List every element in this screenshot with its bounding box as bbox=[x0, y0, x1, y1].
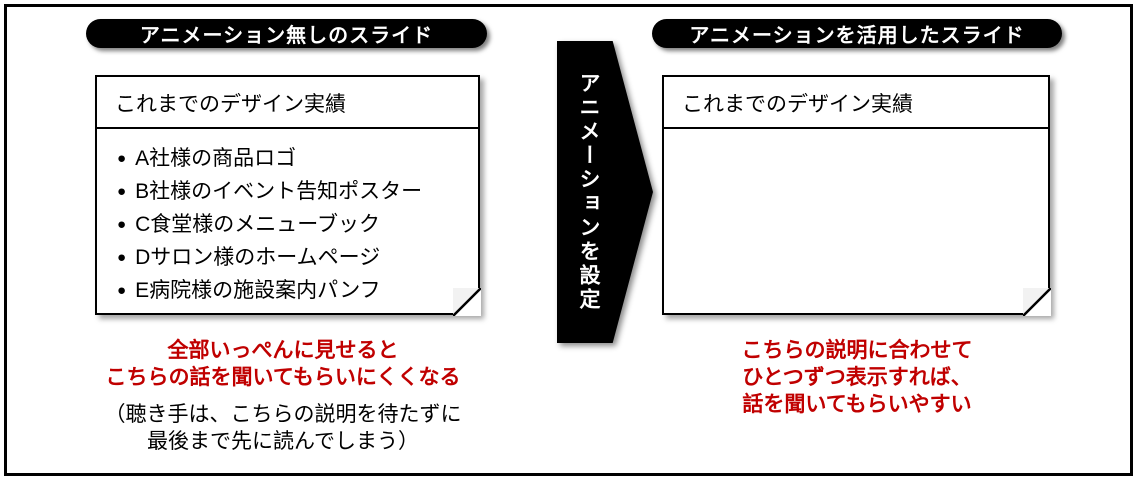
caption-line: こちらの話を聞いてもらいにくくなる bbox=[105, 366, 461, 389]
slide-without-animation: これまでのデザイン実績 A社様の商品ロゴ B社様のイベント告知ポスター C食堂様… bbox=[95, 75, 481, 316]
bullet-item: E病院様の施設案内パンフ bbox=[117, 274, 468, 307]
slide-title: これまでのデザイン実績 bbox=[664, 77, 1048, 129]
bullet-item: A社様の商品ロゴ bbox=[117, 142, 468, 175]
caption-line: （聴き手は、こちらの説明を待たずに bbox=[104, 403, 462, 426]
left-note-caption: （聴き手は、こちらの説明を待たずに 最後まで先に読んでしまう） bbox=[43, 401, 523, 455]
caption-line: 話を聞いてもらいやすい bbox=[742, 393, 972, 416]
right-panel-header-label: アニメーションを活用したスライド bbox=[689, 25, 1025, 47]
diagram-frame: アニメーション無しのスライド これまでのデザイン実績 A社様の商品ロゴ B社様の… bbox=[4, 4, 1133, 476]
bullet-item: Dサロン様のホームページ bbox=[117, 241, 468, 274]
left-panel-header: アニメーション無しのスライド bbox=[86, 19, 487, 48]
caption-line: ひとつずつ表示すれば、 bbox=[742, 366, 972, 389]
bullet-item: C食堂様のメニューブック bbox=[117, 208, 468, 241]
right-arrow-icon: アニメーションを設定 bbox=[557, 41, 653, 343]
slide-with-animation: これまでのデザイン実績 bbox=[662, 75, 1051, 316]
slide-bullet-list: A社様の商品ロゴ B社様のイベント告知ポスター C食堂様のメニューブック Dサロ… bbox=[97, 142, 478, 307]
caption-line: 最後まで先に読んでしまう） bbox=[147, 430, 419, 453]
left-red-caption: 全部いっぺんに見せると こちらの話を聞いてもらいにくくなる bbox=[43, 337, 523, 391]
left-panel-header-label: アニメーション無しのスライド bbox=[139, 25, 434, 47]
folded-corner-icon bbox=[1022, 287, 1051, 316]
caption-line: 全部いっぺんに見せると bbox=[167, 339, 399, 362]
right-red-caption: こちらの説明に合わせて ひとつずつ表示すれば、 話を聞いてもらいやすい bbox=[637, 337, 1077, 418]
folded-corner-icon bbox=[452, 287, 481, 316]
right-panel-header: アニメーションを活用したスライド bbox=[652, 19, 1062, 48]
slide-title: これまでのデザイン実績 bbox=[97, 77, 478, 129]
caption-line: こちらの説明に合わせて bbox=[741, 339, 973, 362]
bullet-item: B社様のイベント告知ポスター bbox=[117, 175, 468, 208]
transition-arrow: アニメーションを設定 bbox=[557, 41, 653, 343]
arrow-label: アニメーションを設定 bbox=[577, 72, 600, 312]
